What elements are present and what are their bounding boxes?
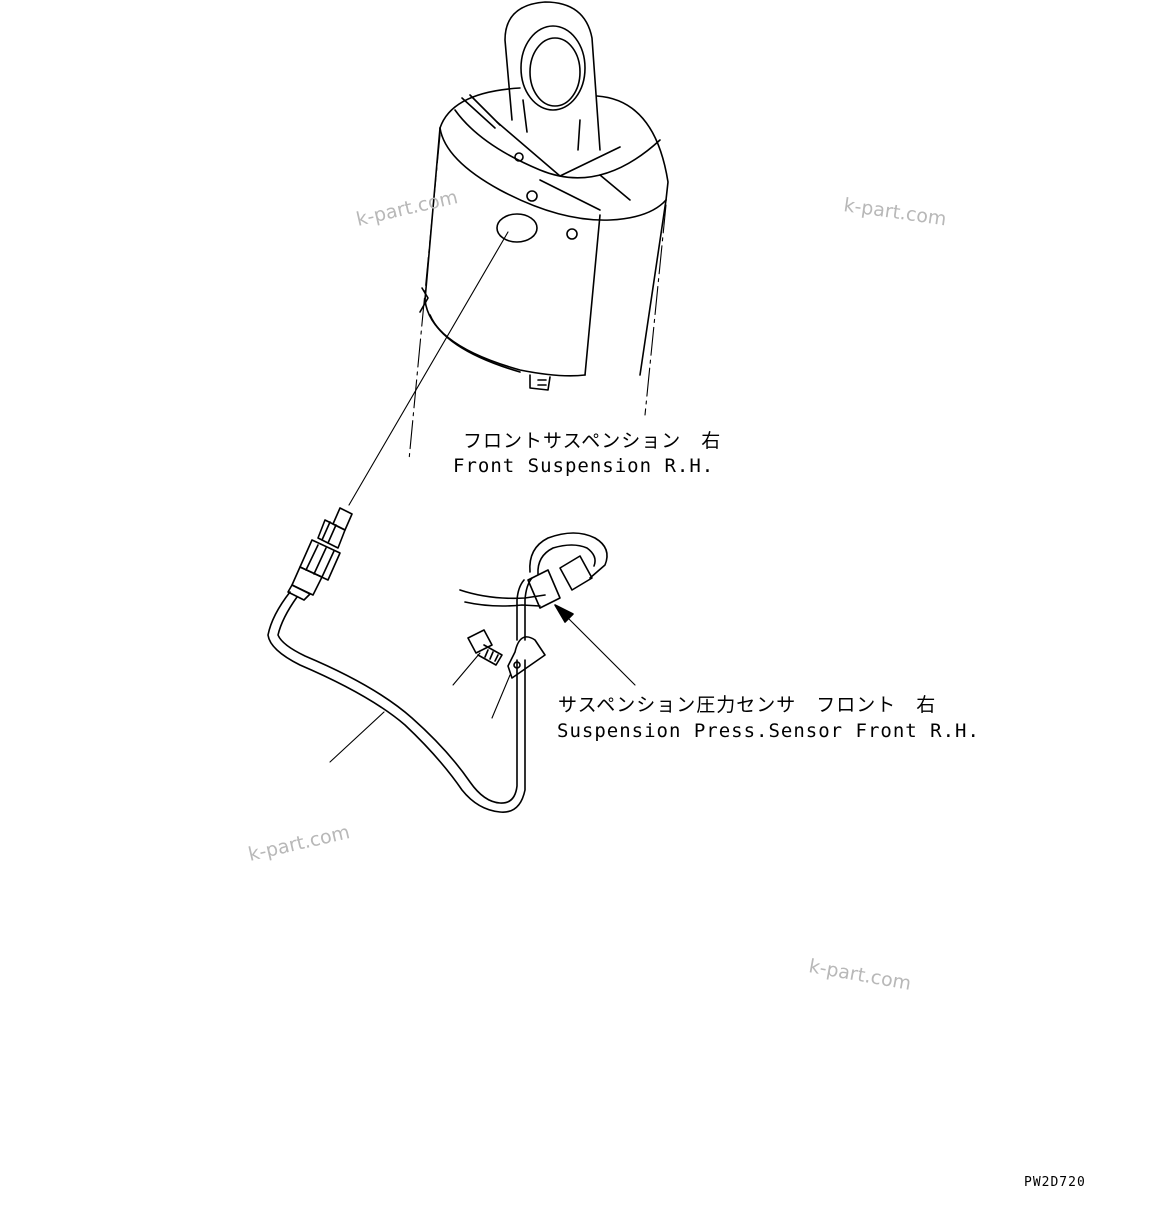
sensor-hex-body (299, 539, 341, 581)
cylinder-cap-front (439, 127, 667, 221)
cylinder-eye-hole (520, 25, 586, 111)
clamp (507, 636, 546, 679)
sensor-harness (267, 577, 533, 813)
front-suspension-cylinder (419, 1, 669, 391)
watermark: k-part.com (246, 821, 352, 866)
cylinder-eye-outline (504, 1, 601, 151)
cylinder-eye-inner (529, 37, 581, 107)
front-suspension-label-jp: フロントサスペンション 右 (463, 430, 721, 452)
cylinder-top-rim (439, 87, 669, 201)
body-hole (566, 228, 578, 240)
sensor-port-hole (496, 213, 538, 243)
sensor-leader-line (348, 231, 509, 506)
arrow-head (554, 604, 574, 623)
watermark: k-part.com (354, 186, 460, 231)
part-leader-lines (329, 617, 636, 763)
sensor-label-en: Suspension Press.Sensor Front R.H. (557, 720, 980, 742)
drawing-code: PW2D720 (1024, 1175, 1086, 1190)
bolt (467, 629, 503, 666)
watermark: k-part.com (842, 194, 948, 230)
front-suspension-label-en: Front Suspension R.H. (453, 455, 714, 477)
cap-hole (526, 190, 538, 202)
watermark: k-part.com (807, 955, 913, 995)
cap-hole (514, 152, 524, 162)
sensor-label-jp: サスペンション圧力センサ フロント 右 (558, 694, 936, 716)
harness-connector (459, 532, 608, 609)
cylinder-right-side (639, 199, 667, 376)
phantom-lines (408, 134, 667, 461)
pressure-sensor (287, 507, 353, 601)
